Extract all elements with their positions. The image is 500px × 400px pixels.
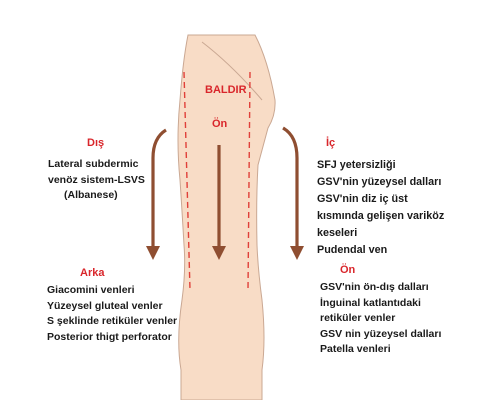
- label-baldir: BALDIR: [205, 84, 247, 96]
- list-item: Pudendal ven: [317, 244, 388, 256]
- label-on-top: Ön: [212, 118, 228, 130]
- list-item: GSV'nin ön-dış dalları: [320, 281, 429, 293]
- anterior-venous-list: GSV'nin ön-dış dalları İnguinal katlantı…: [320, 280, 441, 358]
- list-item: GSV'nin diz iç üst: [317, 193, 408, 205]
- list-item: Giacomini venleri: [47, 284, 135, 296]
- list-item: Patella venleri: [320, 343, 391, 355]
- left-arrow: [151, 128, 167, 248]
- list-item: SFJ yetersizliği: [317, 159, 396, 171]
- left-arrow-head: [146, 246, 160, 260]
- list-item: retiküler venler: [320, 312, 396, 324]
- list-item: Yüzeysel gluteal venler: [47, 299, 163, 312]
- label-arka: Arka: [80, 267, 105, 279]
- leg-shape: [177, 34, 276, 400]
- groin-crease-line: [201, 41, 263, 101]
- list-item: venöz sistem-LSVS: [48, 173, 145, 186]
- list-item: GSV nin yüzeysel dalları: [320, 327, 442, 340]
- right-arrow-head: [290, 246, 304, 260]
- list-item: GSV'nin yüzeysel dalları: [317, 176, 442, 188]
- list-item: S şeklinde retiküler venler: [47, 315, 178, 327]
- left-dashed-line: [183, 71, 191, 291]
- right-dashed-line: [247, 71, 251, 291]
- list-item: keseleri: [317, 227, 358, 239]
- list-item: (Albanese): [64, 189, 118, 201]
- right-arrow: [282, 126, 299, 248]
- list-item: kısmında gelişen variköz: [317, 210, 445, 222]
- medial-venous-list: SFJ yetersizliği GSV'nin yüzeysel dallar…: [317, 157, 444, 259]
- list-item: İnguinal katlantıdaki: [320, 296, 421, 309]
- list-item: Lateral subdermic: [48, 158, 139, 170]
- list-item: Posterior thigt perforator: [47, 330, 172, 343]
- posterior-venous-list: Giacomini venleri Yüzeysel gluteal venle…: [47, 283, 177, 345]
- label-ic: İç: [326, 137, 336, 149]
- label-dis: Dış: [87, 137, 105, 149]
- label-on-bottom: Ön: [340, 264, 356, 276]
- center-arrow-head: [212, 246, 226, 260]
- lateral-venous-list: Lateral subdermic venöz sistem-LSVS (Alb…: [48, 157, 145, 204]
